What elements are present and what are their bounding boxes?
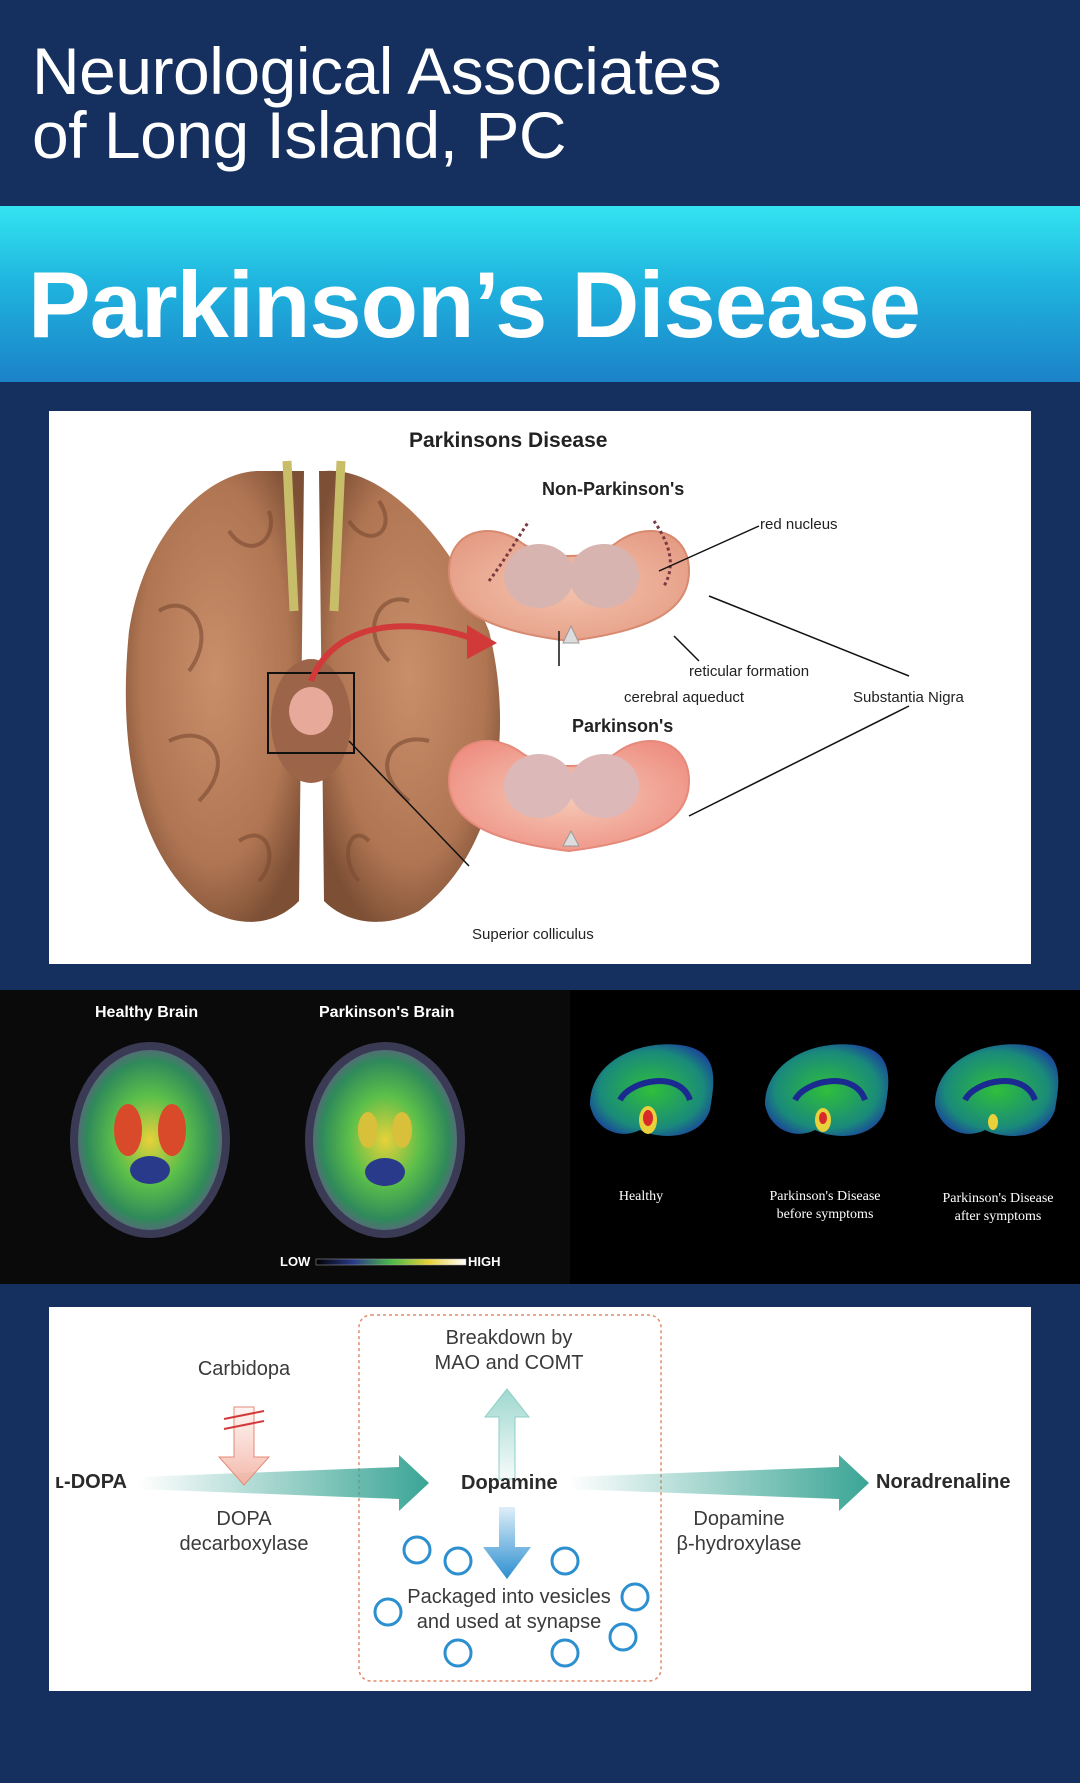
- sagittal-before-label-line2: before symptoms: [776, 1207, 874, 1222]
- noradrenaline-label: Noradrenaline: [876, 1471, 1011, 1493]
- parkinsons-brain-label: Parkinson's Brain: [319, 1004, 455, 1021]
- sagittal-after-label-line2: after symptoms: [954, 1209, 1042, 1224]
- pet-scan-panel: Healthy Brain Parkinson's Brain LOW HIGH: [0, 990, 570, 1284]
- substantia-nigra-label: Substantia Nigra: [853, 689, 964, 706]
- ldopa-label: ʟ-DOPA: [55, 1471, 128, 1493]
- anatomy-illustration: [125, 460, 910, 922]
- vesicles-label-line1: Packaged into vesicles: [407, 1586, 611, 1608]
- anatomy-title: Parkinsons Disease: [409, 429, 608, 452]
- sagittal-after-label-line1: Parkinson's Disease: [942, 1191, 1054, 1206]
- red-nucleus-label: red nucleus: [760, 516, 838, 533]
- vesicles-label-line2: and used at synapse: [416, 1611, 602, 1633]
- vesicles: [373, 1535, 650, 1668]
- sagittal-scan-illustration: [590, 1044, 1059, 1136]
- title-banner: [0, 206, 1080, 382]
- org-name-line1: Neurological Associates: [32, 34, 722, 108]
- anatomy-panel: Parkinsons Disease Non-Parkinson's red n…: [49, 411, 1031, 964]
- header-bar: [0, 0, 1080, 206]
- sagittal-before-label-line1: Parkinson's Disease: [769, 1189, 881, 1204]
- brain-illustration: [125, 460, 501, 922]
- dopamine-pathway-panel: ʟ-DOPA Carbidopa DOPA decarboxylase Brea…: [49, 1307, 1031, 1691]
- sagittal-scan-panel: Healthy Parkinson's Disease before sympt…: [570, 990, 1080, 1284]
- sagittal-healthy-label: Healthy: [618, 1189, 664, 1204]
- org-name-line2: of Long Island, PC: [32, 98, 567, 172]
- hydroxylase-label-line1: Dopamine: [693, 1508, 785, 1530]
- pathway-diagram: [139, 1314, 869, 1682]
- pet-scan-illustration: [70, 1042, 467, 1266]
- scale-low-label: LOW: [280, 1254, 311, 1269]
- non-parkinsons-label: Non-Parkinson's: [542, 479, 685, 499]
- decarboxylase-label-line2: decarboxylase: [179, 1533, 309, 1555]
- breakdown-label-line1: Breakdown by: [445, 1327, 573, 1349]
- scale-high-label: HIGH: [468, 1254, 501, 1269]
- dopamine-label: Dopamine: [461, 1472, 558, 1494]
- page-title: Parkinson’s Disease: [28, 252, 921, 357]
- cerebral-aqueduct-label: cerebral aqueduct: [624, 689, 745, 706]
- reticular-formation-label: reticular formation: [689, 663, 810, 680]
- parkinsons-label: Parkinson's: [572, 716, 674, 736]
- healthy-brain-label: Healthy Brain: [95, 1004, 199, 1021]
- carbidopa-label: Carbidopa: [197, 1358, 291, 1380]
- ldopa-arrow: [139, 1455, 429, 1511]
- superior-colliculus-label: Superior colliculus: [472, 926, 594, 943]
- noradrenaline-arrow: [569, 1455, 869, 1511]
- hydroxylase-label-line2: β-hydroxylase: [676, 1533, 802, 1555]
- decarboxylase-label-line1: DOPA: [216, 1508, 272, 1530]
- synapse-box: [358, 1314, 662, 1682]
- breakdown-label-line2: MAO and COMT: [434, 1352, 584, 1374]
